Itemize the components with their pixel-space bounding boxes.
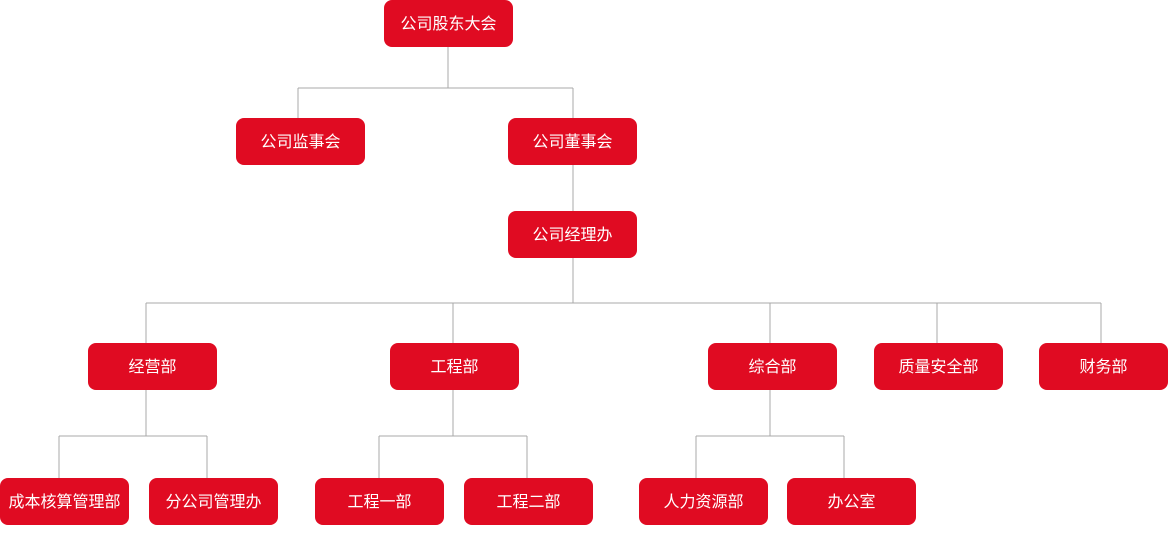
node-general-affairs-dept: 综合部 <box>708 343 837 390</box>
node-finance-dept: 财务部 <box>1039 343 1168 390</box>
node-engineering-dept-2: 工程二部 <box>464 478 593 525</box>
node-board-of-directors: 公司董事会 <box>508 118 637 165</box>
node-office: 办公室 <box>787 478 916 525</box>
node-shareholders-meeting: 公司股东大会 <box>384 0 513 47</box>
node-engineering-dept-1: 工程一部 <box>315 478 444 525</box>
node-supervisory-board: 公司监事会 <box>236 118 365 165</box>
node-hr-dept: 人力资源部 <box>639 478 768 525</box>
node-cost-accounting-mgmt: 成本核算管理部 <box>0 478 129 525</box>
node-branch-mgmt-office: 分公司管理办 <box>149 478 278 525</box>
node-manager-office: 公司经理办 <box>508 211 637 258</box>
node-quality-safety-dept: 质量安全部 <box>874 343 1003 390</box>
node-engineering-dept: 工程部 <box>390 343 519 390</box>
node-operations-dept: 经营部 <box>88 343 217 390</box>
